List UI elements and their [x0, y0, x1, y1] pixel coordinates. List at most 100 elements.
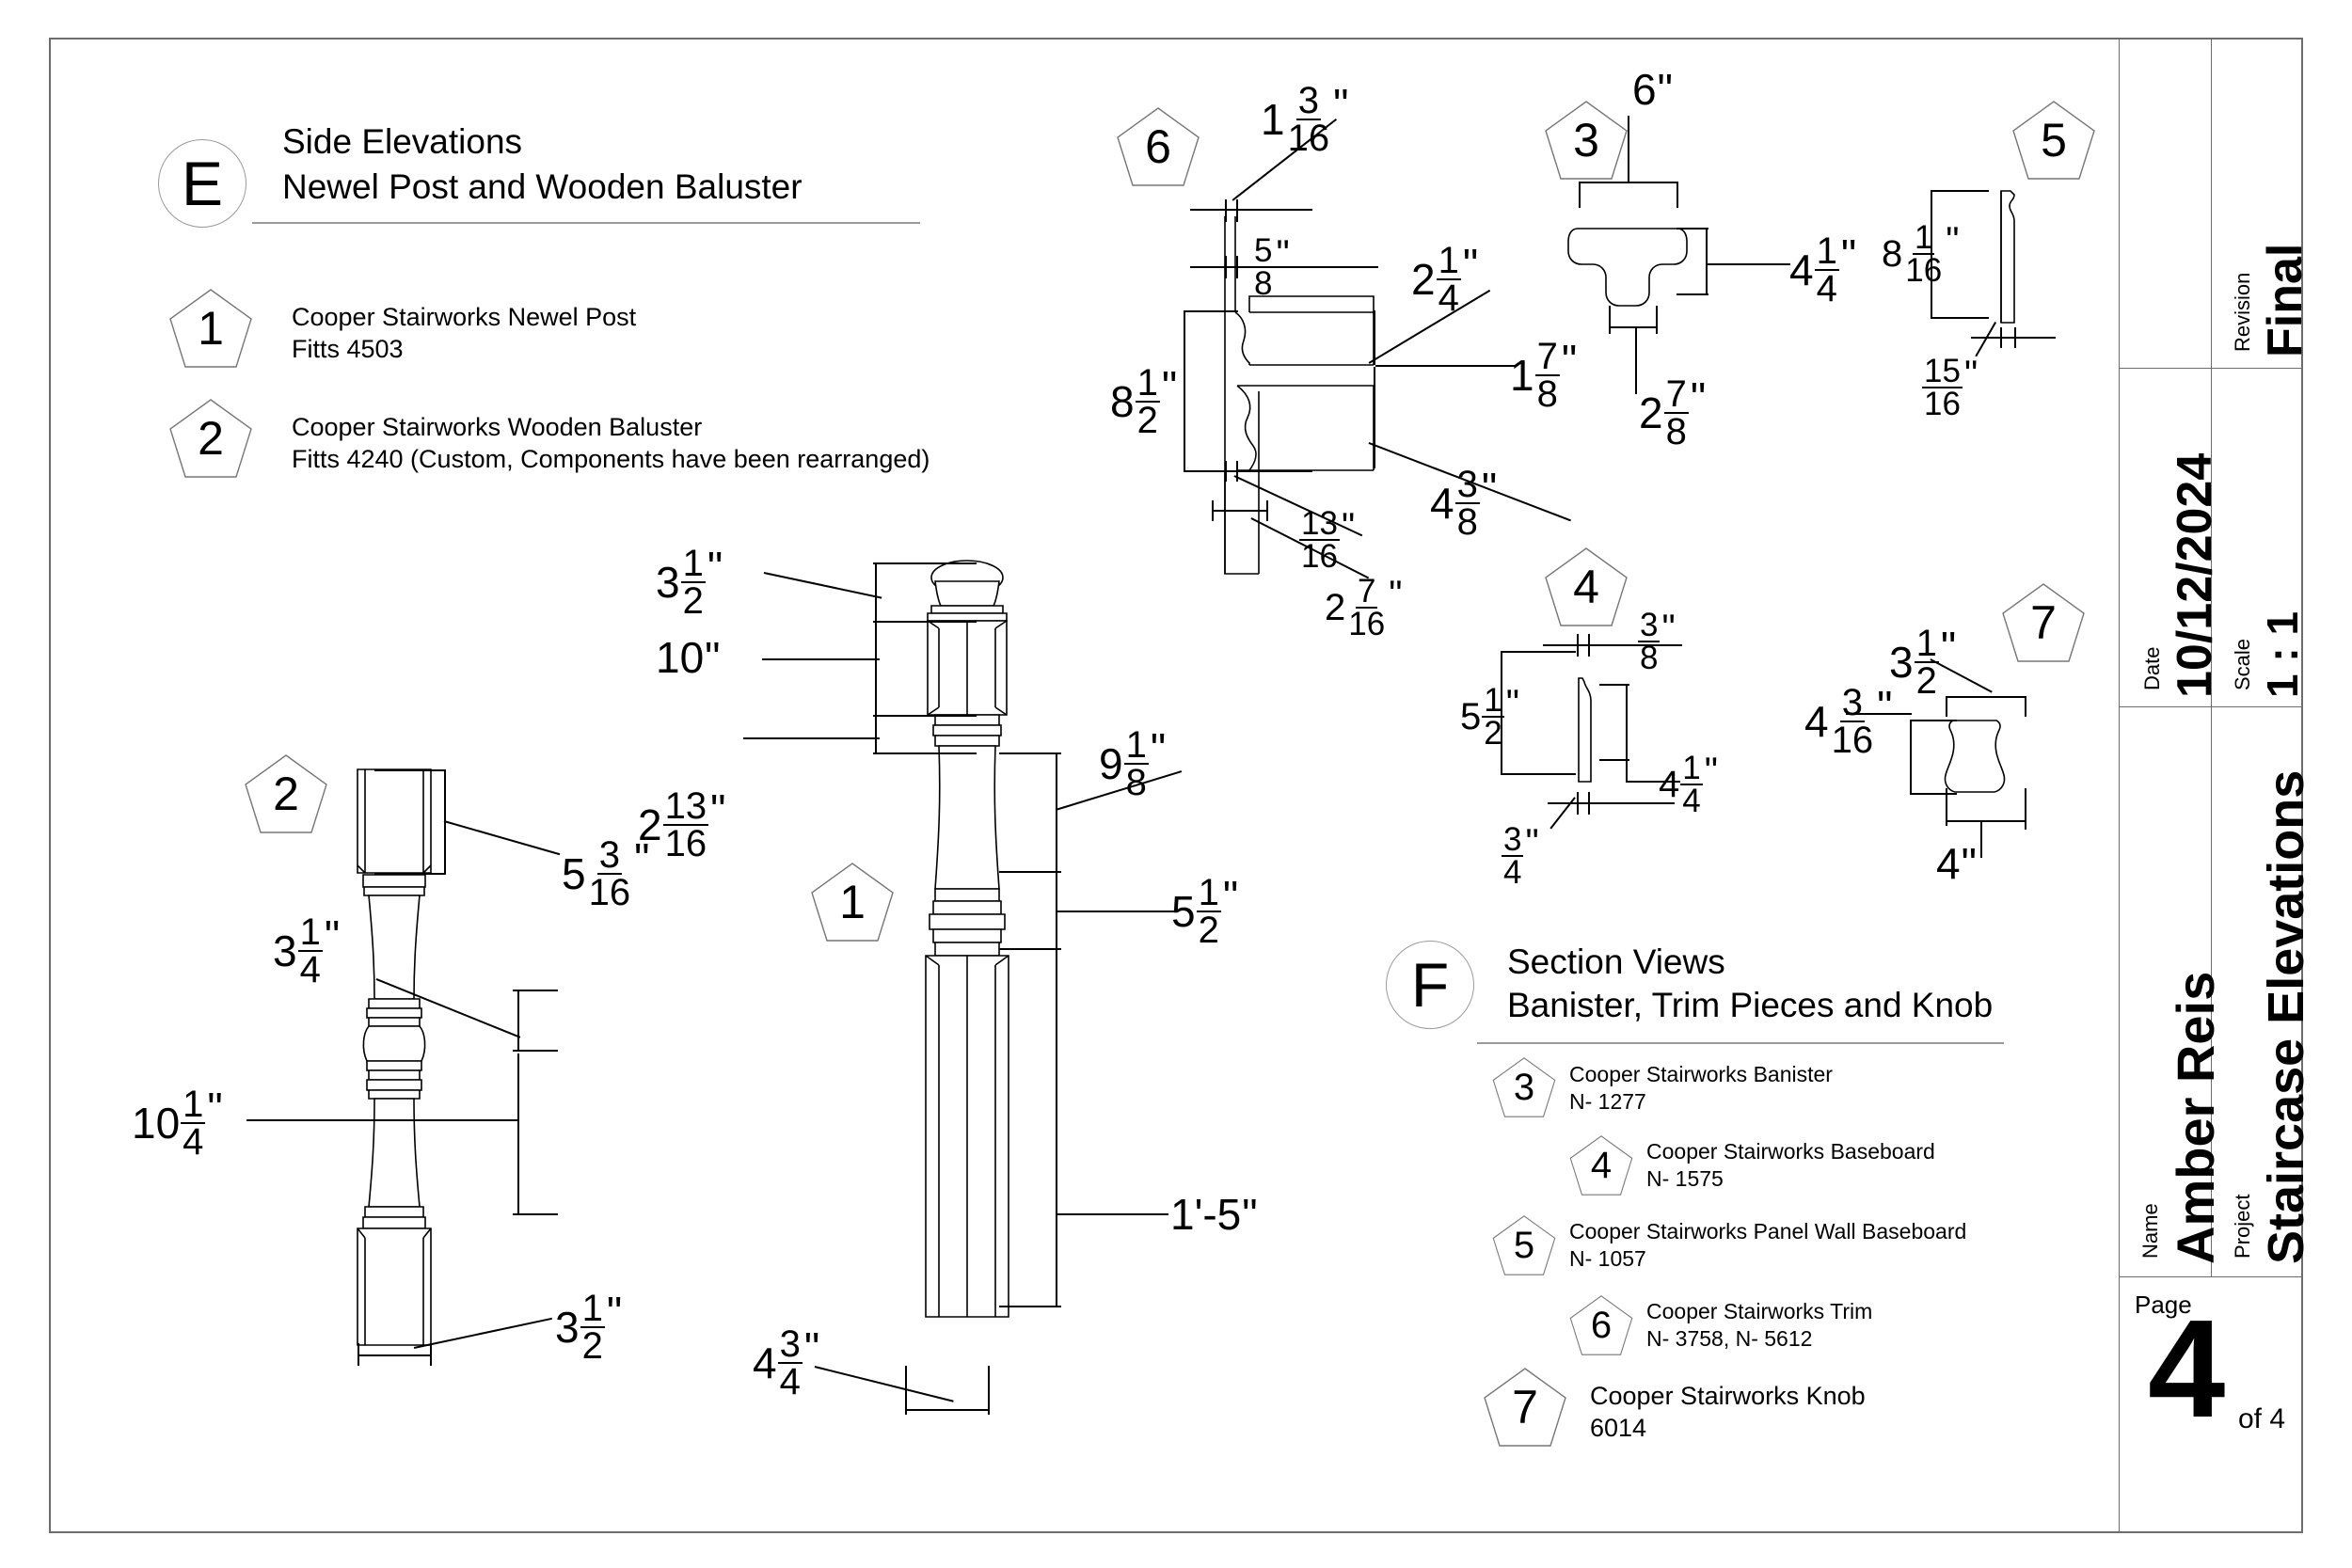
- legend-item-1-line1: Cooper Stairworks Newel Post: [292, 303, 637, 331]
- baseboard-base-ext-r: [1588, 792, 1590, 815]
- panel-thickness-dimline: [1971, 337, 2056, 339]
- dim-knob-base: 4 ": [1936, 839, 1977, 888]
- banister-width-ext-r: [1677, 182, 1678, 208]
- tb-page-of: of 4: [2238, 1403, 2286, 1434]
- knob-base-ext-l: [1946, 788, 1947, 826]
- tb-scale-label: Scale: [2231, 638, 2254, 690]
- legend-item-5-line1: Cooper Stairworks Panel Wall Baseboard: [1569, 1219, 1967, 1243]
- newel-rings-ext-bot: [999, 948, 1061, 950]
- newel-turning-ext-top: [999, 752, 1061, 754]
- baseboard-base-ext-l: [1577, 792, 1579, 815]
- panel-wall-baseboard-section-drawing: [2000, 190, 2015, 324]
- legend-pentagon-4: 4: [1568, 1133, 1634, 1197]
- legend-item-1: Cooper Stairworks Newel Post Fitts 4503: [292, 302, 636, 366]
- legend-item-5: Cooper Stairworks Panel Wall Baseboard N…: [1569, 1218, 1966, 1273]
- baseboard-height-dimline: [1501, 651, 1502, 773]
- baluster-mid-ext-bot: [513, 1050, 558, 1052]
- legend-item-5-line2: N- 1057: [1569, 1245, 1646, 1271]
- newel-collar-ext-bot: [873, 752, 977, 754]
- newel-basewidth-dimline: [905, 1409, 988, 1411]
- tb-page-label: Page: [2135, 1291, 2192, 1319]
- tb-project-value: Staircase Elevations: [2258, 769, 2314, 1264]
- trim-g-ext-r: [1236, 461, 1238, 482]
- legend-pentagon-1-text: 1: [198, 302, 224, 355]
- callout-baseboard-text: 4: [1573, 561, 1599, 613]
- tb-row3-divider: [2211, 707, 2212, 1277]
- legend-pentagon-5: 5: [1491, 1213, 1557, 1277]
- trim-h-ext-l: [1212, 500, 1214, 521]
- trim-c-dimline: [1374, 310, 1375, 365]
- baseboard-base-dimline: [1548, 802, 1675, 804]
- newel-turning-dimline: [1056, 752, 1057, 871]
- legend-pentagon-2-text: 2: [198, 412, 224, 465]
- tb-row1-divider: [2211, 40, 2212, 369]
- newel-shaft-dimline: [1056, 950, 1057, 1307]
- legend-item-7-line1: Cooper Stairworks Knob: [1590, 1382, 1866, 1410]
- newel-block-ext-bot: [873, 715, 977, 717]
- newel-shaft-leader: [1056, 1213, 1168, 1215]
- baseboard-h2-ext-bot: [1599, 759, 1629, 761]
- knob-width-ext-l: [1946, 696, 1947, 717]
- banister-height-ext-bot: [1677, 293, 1708, 295]
- trim-e-dimline: [1184, 310, 1185, 472]
- section-letter-e: E: [158, 139, 246, 228]
- baseboard-h2-dimline: [1626, 684, 1628, 759]
- trim-b-dimline: [1190, 266, 1378, 268]
- knob-height-ext-bot: [1910, 793, 1957, 795]
- tb-date-value: 10/12/2024: [2168, 452, 2222, 698]
- newel-rings-leader: [1056, 911, 1178, 912]
- tb-row2-divider: [2211, 369, 2212, 707]
- banister-width-leader: [1628, 116, 1629, 183]
- callout-pentagon-baseboard: 4: [1543, 546, 1629, 628]
- baseboard-thickness-dimline: [1543, 644, 1682, 646]
- baluster-basewidth-ext-l: [358, 1343, 359, 1366]
- baluster-elevation-drawing: [357, 768, 432, 1346]
- banister-height-dimline: [1706, 228, 1708, 293]
- trim-g-dimline: [1190, 470, 1312, 472]
- tb-page-number: 4: [2148, 1291, 2226, 1447]
- legend-item-1-line2: Fitts 4503: [292, 334, 404, 363]
- callout-baluster-text: 2: [273, 768, 299, 820]
- newel-block-dimline: [875, 623, 877, 726]
- callout-knob-text: 7: [2030, 596, 2057, 649]
- panel-height-ext-top: [1931, 190, 1989, 192]
- banister-base-leader: [1635, 326, 1637, 394]
- legend-pentagon-4-text: 4: [1590, 1144, 1613, 1186]
- callout-pentagon-baluster: 2: [243, 752, 329, 835]
- callout-banister-text: 3: [1573, 114, 1599, 166]
- baseboard-height-ext-top: [1501, 651, 1576, 653]
- callout-pentagon-knob: 7: [2000, 581, 2087, 664]
- knob-base-ext-r: [2025, 788, 2026, 830]
- tb-date-label: Date: [2140, 646, 2164, 690]
- newel-basewidth-ext-r: [988, 1366, 990, 1415]
- callout-pentagon-banister: 3: [1543, 99, 1629, 182]
- trim-b-ext-l: [1225, 256, 1227, 278]
- knob-height-leader: [1846, 713, 1912, 715]
- newel-collar-dimline: [875, 717, 877, 754]
- newel-knob-ext-bot: [873, 621, 977, 623]
- baluster-mid-dimline: [517, 990, 519, 1050]
- legend-item-2: Cooper Stairworks Wooden Baluster Fitts …: [292, 412, 930, 476]
- tb-scale-value: 1 : 1: [2258, 610, 2307, 698]
- section-letter-f: F: [1386, 941, 1474, 1029]
- callout-pentagon-trim: 6: [1115, 105, 1201, 188]
- baseboard-thickness-ext-r: [1588, 634, 1590, 657]
- legend-pentagon-3: 3: [1491, 1055, 1557, 1119]
- tb-name-value: Amber Reis: [2166, 971, 2225, 1264]
- legend-item-4-line1: Cooper Stairworks Baseboard: [1646, 1139, 1935, 1164]
- legend-item-4-line2: N- 1575: [1646, 1165, 1724, 1191]
- legend-pentagon-7-text: 7: [1512, 1381, 1538, 1433]
- sheet-border: [49, 38, 2303, 1533]
- callout-panel-wall-text: 5: [2041, 114, 2067, 166]
- section-e-rule: [252, 222, 920, 224]
- legend-item-3-line1: Cooper Stairworks Banister: [1569, 1062, 1833, 1086]
- trim-a-ext-l: [1225, 199, 1227, 222]
